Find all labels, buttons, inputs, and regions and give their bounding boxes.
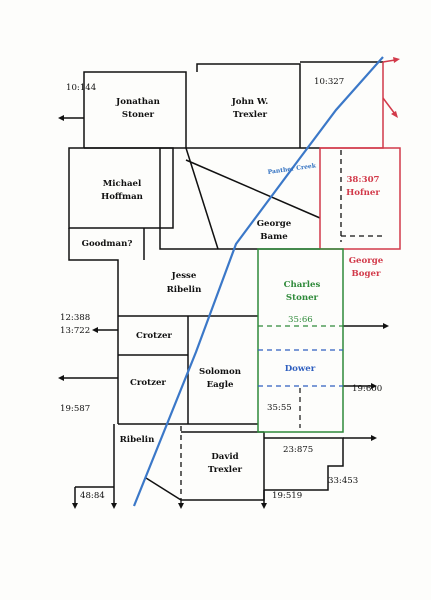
- ref-35-66: 35:66: [288, 315, 313, 325]
- arrowhead-23-875: [371, 435, 377, 441]
- dower-label: Dower: [285, 364, 316, 374]
- red-arrow-mid: [382, 97, 396, 115]
- panther-creek: [132, 56, 384, 507]
- green-boundaries: [257, 248, 344, 433]
- hofner-dashed: [340, 150, 383, 242]
- john-trexler-label-1: John W.: [231, 97, 269, 107]
- hofner-north-boundary: [320, 62, 384, 149]
- bame-diagonal-south: [185, 147, 219, 250]
- jonathan-stoner-label-2: Stoner: [122, 110, 155, 120]
- red-arrow-top: [382, 59, 396, 63]
- michael-hoffman-boundary: [68, 147, 174, 229]
- ref-33-453: 33:453: [328, 476, 358, 486]
- george-boger-label-2: Boger: [352, 269, 381, 279]
- red-arrowhead-mid: [391, 111, 398, 118]
- arrowhead-12-388: [92, 327, 98, 333]
- david-trexler-label-1: David: [211, 452, 238, 462]
- goodman-label: Goodman?: [82, 239, 133, 249]
- charles-stoner-boundary: [257, 248, 344, 433]
- solomon-eagle-label-2: Eagle: [207, 380, 234, 390]
- arrowhead-19-519: [261, 503, 267, 509]
- ribelin-label: Ribelin: [120, 435, 155, 445]
- ref-19-519: 19:519: [272, 491, 302, 501]
- charles-stoner-label-1: Charles: [284, 280, 321, 290]
- hofner-label: Hofner: [346, 188, 380, 198]
- jonathan-stoner-label-1: Jonathan: [115, 97, 160, 107]
- arrowhead-19-587: [58, 375, 64, 381]
- red-arrowheads: [391, 57, 400, 118]
- owner-labels: Jonathan Stoner John W. Trexler Michael …: [82, 97, 384, 475]
- john-trexler-boundary: [196, 63, 301, 72]
- ref-12-388: 12:388: [60, 313, 90, 323]
- george-bame-label-2: Bame: [260, 232, 288, 242]
- hofner-ref-label: 38:307: [346, 175, 379, 185]
- david-trexler-label-2: Trexler: [208, 465, 243, 475]
- creek-label: Panther Creek: [267, 162, 317, 176]
- michael-hoffman-label-2: Hoffman: [101, 192, 144, 202]
- ref-48-84: 48:84: [80, 491, 105, 501]
- john-trexler-label-2: Trexler: [233, 110, 268, 120]
- charles-stoner-label-2: Stoner: [286, 293, 319, 303]
- bame-diagonal-north: [185, 159, 321, 219]
- arrowhead-ribelin: [111, 503, 117, 509]
- ref-labels: 10:144 10:327 12:388 13:722 35:66 35:55 …: [60, 77, 382, 501]
- arrowhead-10-144: [58, 115, 64, 121]
- michael-hoffman-label-1: Michael: [103, 179, 142, 189]
- goodman-boundary: [68, 228, 119, 424]
- hofner-boundary: [319, 147, 401, 250]
- ref-10-327: 10:327: [314, 77, 344, 87]
- ref-19-587: 19:587: [60, 404, 90, 414]
- jesse-ribelin-label-1: Jesse: [171, 271, 197, 281]
- tract-23-875-boundary: [264, 437, 344, 491]
- david-trexler-boundary: [145, 432, 265, 501]
- black-boundaries: [62, 61, 384, 505]
- bame-west-line: [159, 148, 218, 250]
- arrowhead-dashed: [178, 503, 184, 509]
- jonathan-stoner-boundary: [83, 71, 187, 148]
- ref-10-144: 10:144: [66, 83, 97, 93]
- crotzer-lower-label: Crotzer: [130, 378, 166, 388]
- solomon-eagle-label-1: Solomon: [199, 367, 242, 377]
- arrowhead-48-84: [72, 503, 78, 509]
- george-boger-label-1: George: [349, 256, 384, 266]
- george-bame-label-1: George: [257, 219, 292, 229]
- ref-35-55: 35:55: [267, 403, 292, 413]
- red-boundaries: [319, 59, 401, 250]
- arrowhead-35-66: [383, 323, 389, 329]
- red-arrowhead-top: [393, 57, 400, 63]
- jesse-ribelin-label-2: Ribelin: [167, 285, 202, 295]
- ref-23-875: 23:875: [283, 445, 313, 455]
- ref-13-722: 13:722: [60, 326, 90, 336]
- ref-19-600: 19:600: [352, 384, 382, 394]
- black-arrowheads: [58, 115, 389, 509]
- crotzer-upper-label: Crotzer: [136, 331, 172, 341]
- arrowhead-19-600: [371, 383, 377, 389]
